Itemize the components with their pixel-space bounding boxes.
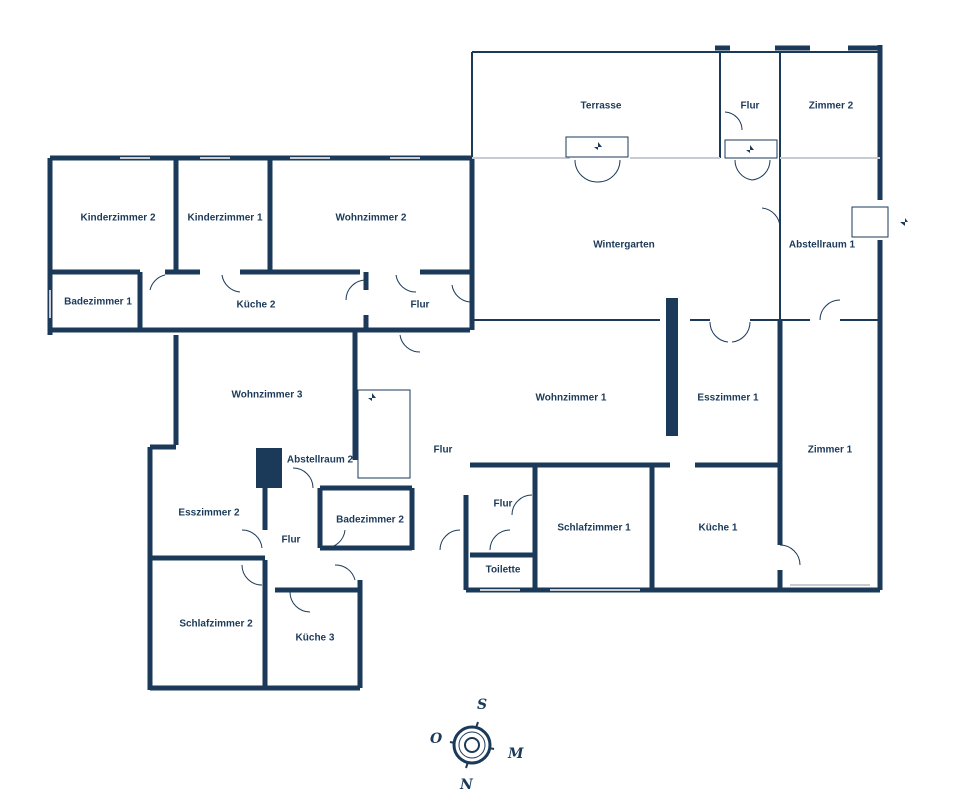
steps-flur (724, 139, 778, 159)
room-flur-center: Flur (433, 444, 453, 456)
room-flur-left: Flur (410, 299, 430, 311)
room-zimmer1: Zimmer 1 (807, 444, 853, 456)
compass-south: S (477, 697, 488, 713)
abstellraum2-block (256, 448, 282, 488)
room-wohnzimmer2: Wohnzimmer 2 (335, 212, 407, 224)
room-wohnzimmer3: Wohnzimmer 3 (231, 389, 303, 401)
room-badezimmer2: Badezimmer 2 (336, 514, 404, 526)
room-esszimmer1: Esszimmer 1 (697, 392, 759, 404)
steps-terrasse (565, 136, 629, 158)
room-flur-bottom: Flur (281, 534, 301, 546)
wall-pillar (666, 298, 678, 436)
room-schlafzimmer1: Schlafzimmer 1 (557, 522, 631, 534)
room-kueche2: Küche 2 (236, 299, 276, 311)
room-kinderzimmer1: Kinderzimmer 1 (187, 212, 263, 224)
room-wintergarten: Wintergarten (593, 239, 655, 251)
compass-east: O (430, 731, 443, 747)
room-kueche1: Küche 1 (698, 522, 738, 534)
room-terrasse: Terrasse (580, 100, 622, 112)
room-schlafzimmer2: Schlafzimmer 2 (179, 618, 253, 630)
room-flur-small: Flur (493, 498, 513, 510)
room-kinderzimmer2: Kinderzimmer 2 (80, 212, 156, 224)
room-flur-top: Flur (740, 100, 760, 112)
compass-north: N (460, 777, 473, 793)
room-abstellraum1: Abstellraum 1 (788, 239, 856, 251)
room-toilette: Toilette (485, 564, 521, 576)
compass-west: M (508, 746, 524, 762)
staircase (357, 389, 411, 479)
room-abstellraum2: Abstellraum 2 (286, 454, 354, 466)
room-esszimmer2: Esszimmer 2 (178, 507, 240, 519)
compass-icon (449, 721, 495, 769)
room-zimmer2: Zimmer 2 (808, 100, 854, 112)
room-wohnzimmer1: Wohnzimmer 1 (535, 392, 607, 404)
room-badezimmer1: Badezimmer 1 (64, 296, 132, 308)
room-kueche3: Küche 3 (295, 632, 335, 644)
steps-abstellraum (851, 206, 889, 238)
